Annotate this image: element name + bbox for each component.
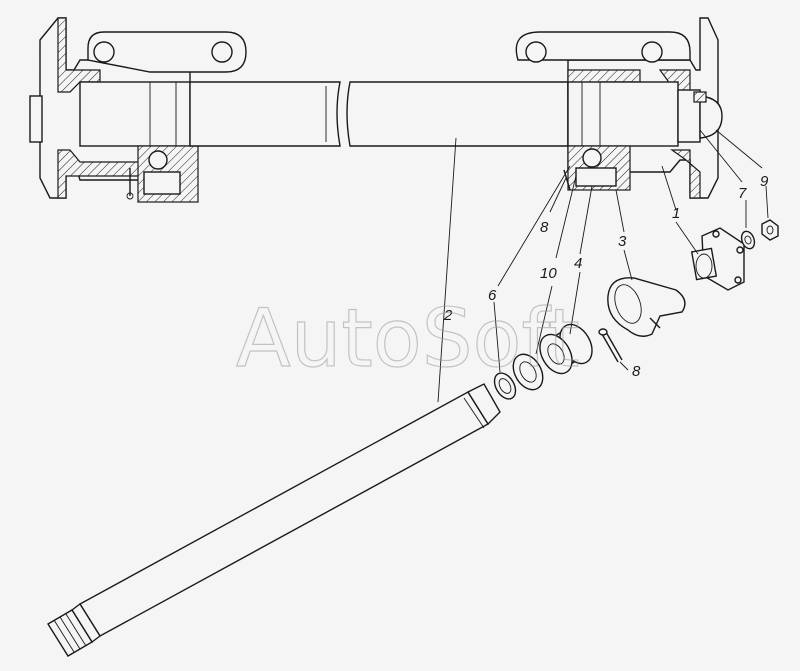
right-flange-housing: [567, 17, 723, 199]
callout-9: 9: [760, 173, 769, 190]
right-bearing: [563, 145, 631, 191]
callout-8-top: 8: [540, 219, 549, 236]
bearing-part-10: [512, 353, 544, 391]
left-mounting-bracket: [87, 31, 247, 73]
long-shaft-part-2: [47, 383, 501, 657]
main-shaft: [189, 81, 569, 147]
left-bearing: [126, 145, 199, 203]
callout-6: 6: [488, 287, 497, 304]
flange-part-1: [690, 227, 745, 291]
callout-8-bottom: 8: [632, 363, 641, 380]
right-mounting-bracket: [515, 31, 691, 63]
callout-2: 2: [443, 307, 453, 324]
cotter-pin-part-8: [598, 328, 623, 363]
callout-1: 1: [672, 205, 680, 222]
clamp-part-3: [607, 277, 686, 337]
washer-part-6: [493, 372, 517, 400]
callout-7: 7: [738, 185, 747, 202]
washer-part-7: [740, 230, 756, 250]
callout-10: 10: [540, 265, 557, 282]
callout-4: 4: [574, 255, 582, 272]
watermark-text: AutoSoft: [236, 292, 580, 385]
nut-part-9: [761, 219, 779, 241]
callout-3: 3: [618, 233, 627, 250]
bearing-part-4: [539, 323, 593, 375]
leader-lines: [437, 129, 769, 403]
